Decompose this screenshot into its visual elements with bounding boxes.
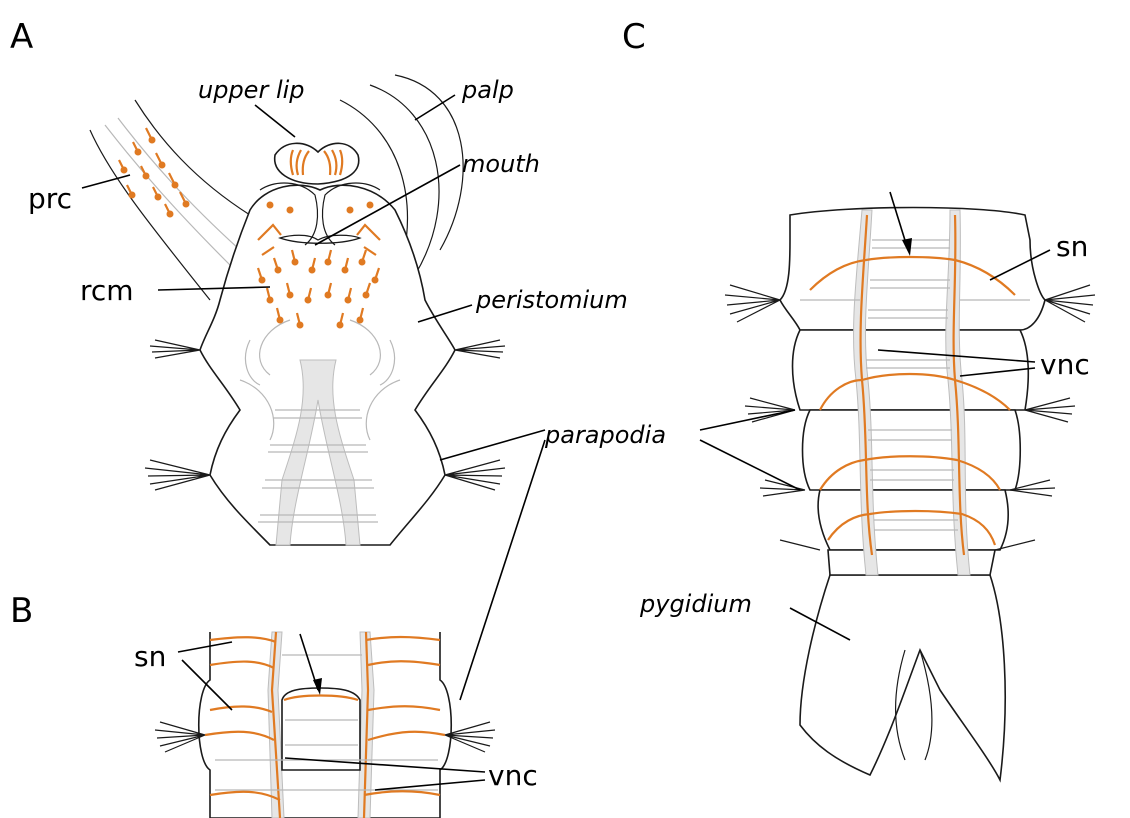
label-sn-b: sn (134, 640, 166, 673)
cirrus-nerve (105, 125, 230, 265)
label-rcm: rcm (80, 274, 134, 307)
label-upper-lip: upper lip (198, 76, 305, 104)
panel-label-a: A (10, 17, 33, 57)
panel-a (90, 75, 505, 545)
label-prc: prc (28, 182, 72, 215)
label-peristomium: peristomium (475, 286, 628, 314)
label-mouth: mouth (462, 150, 540, 178)
panel-label-b: B (10, 591, 33, 631)
palp-outer-curve (395, 75, 463, 250)
label-pygidium: pygidium (639, 590, 752, 618)
prc-cells (119, 128, 190, 218)
pygidium-outline (800, 575, 1005, 780)
panel-b (155, 632, 495, 818)
upper-lip (275, 143, 359, 184)
label-vnc-b: vnc (488, 759, 538, 792)
label-palp: palp (461, 76, 514, 104)
cirrus-left-inner (135, 100, 250, 215)
segment-plate-b (282, 688, 360, 770)
label-sn-c: sn (1056, 230, 1088, 263)
segment-c1 (780, 208, 1045, 331)
label-parapodia: parapodia (544, 421, 666, 449)
panel-label-c: C (622, 17, 646, 57)
panel-c (725, 208, 1095, 781)
label-vnc-c: vnc (1040, 348, 1090, 381)
segment-c3 (803, 410, 1021, 490)
cirrus-nerve-2 (118, 118, 240, 250)
